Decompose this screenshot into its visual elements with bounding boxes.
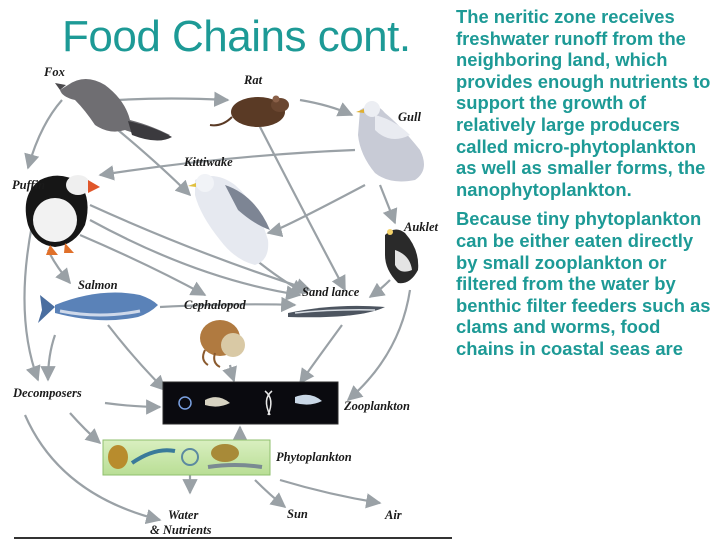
food-web-diagram: Fox Rat Gull Kittiwake Puffin Auklet Sal… bbox=[0, 55, 450, 540]
label-air: Air bbox=[384, 508, 402, 522]
arrow-puffin-sandlance bbox=[89, 203, 312, 294]
puffin-illustration bbox=[25, 175, 100, 255]
label-rat: Rat bbox=[243, 73, 263, 87]
arrow-puffin-cephalopod bbox=[79, 233, 207, 296]
arrow-gull-auklet bbox=[378, 184, 398, 225]
label-auklet: Auklet bbox=[403, 220, 439, 234]
label-kittiwake: Kittiwake bbox=[183, 155, 233, 169]
paragraph-neritic-zone: The neritic zone receives freshwater run… bbox=[456, 6, 711, 200]
label-fox: Fox bbox=[43, 65, 65, 79]
label-nutrients: & Nutrients bbox=[150, 523, 212, 537]
arrow-decomposers-zooplankton bbox=[104, 399, 162, 415]
label-salmon: Salmon bbox=[78, 278, 118, 292]
arrow-salmon-sandlance bbox=[159, 296, 297, 313]
kittiwake-illustration bbox=[188, 174, 270, 265]
arrow-sandlance-zooplankton bbox=[299, 324, 343, 385]
bottom-rule bbox=[14, 537, 452, 539]
label-gull: Gull bbox=[398, 110, 421, 124]
arrow-puffin-sandlance-2 bbox=[89, 219, 302, 301]
label-phytoplankton: Phytoplankton bbox=[276, 450, 352, 464]
label-cephalopod: Cephalopod bbox=[184, 298, 247, 312]
sand-lance-illustration bbox=[288, 305, 385, 318]
arrow-cephalopod-zooplankton bbox=[222, 364, 237, 383]
cephalopod-illustration bbox=[200, 320, 245, 368]
arrow-decomposers-phytoplankton bbox=[69, 412, 102, 445]
label-puffin: Puffin bbox=[12, 178, 45, 192]
label-water: Water bbox=[168, 508, 198, 522]
arrow-rat-gull bbox=[299, 98, 354, 117]
arrow-salmon-decomposers bbox=[40, 334, 57, 382]
rat-illustration bbox=[209, 95, 289, 127]
arrow-fox-puffin bbox=[24, 99, 63, 170]
gull-illustration bbox=[356, 101, 424, 182]
arrow-phyto-air bbox=[279, 478, 382, 509]
arrow-decomposers-water bbox=[23, 414, 162, 525]
arrow-auklet-sandlance bbox=[368, 279, 391, 298]
label-sun: Sun bbox=[287, 507, 308, 521]
arrow-salmon-zooplankton bbox=[107, 324, 167, 392]
paragraph-phytoplankton: Because tiny phytoplankton can be either… bbox=[456, 208, 711, 359]
arrow-phyto-sun bbox=[254, 479, 287, 508]
fox-illustration bbox=[55, 79, 172, 141]
phytoplankton-panel bbox=[102, 439, 271, 476]
auklet-illustration bbox=[385, 229, 419, 284]
label-zooplankton: Zooplankton bbox=[343, 399, 410, 413]
arrow-auklet-zooplankton bbox=[346, 289, 412, 402]
arrow-gull-kittiwake bbox=[266, 184, 366, 238]
arrow-gull-puffin bbox=[98, 148, 356, 181]
salmon-illustration bbox=[38, 292, 158, 323]
arrow-rat-sandlance bbox=[257, 122, 346, 292]
label-sand-lance: Sand lance bbox=[302, 285, 360, 299]
arrow-fox-kittiwake bbox=[117, 129, 192, 197]
label-decomposers: Decomposers bbox=[12, 386, 82, 400]
food-web-arrows bbox=[23, 91, 412, 525]
body-text: The neritic zone receives freshwater run… bbox=[456, 6, 718, 368]
zooplankton-panel bbox=[162, 381, 339, 425]
arrow-fox-rat bbox=[117, 91, 230, 107]
slide-title: Food Chains cont. bbox=[62, 12, 411, 61]
